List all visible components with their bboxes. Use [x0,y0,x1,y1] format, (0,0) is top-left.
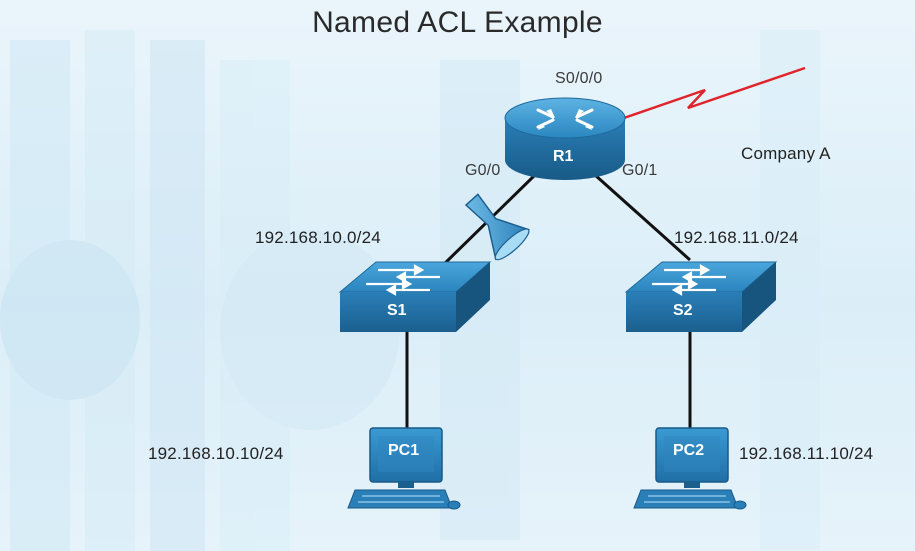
diagram-title: Named ACL Example [312,6,603,39]
pc2-icon [633,427,747,510]
switch-s2-icon [624,261,778,332]
interface-serial-label: S0/0/0 [555,70,603,87]
switch-s1-icon [338,261,492,332]
network-right-label: 192.168.11.0/24 [674,228,799,247]
switch-s2-label: S2 [673,302,693,319]
router-r1-icon [504,97,626,180]
interface-g00-label: G0/0 [465,162,501,179]
router-r1-label: R1 [553,148,574,165]
interface-g01-label: G0/1 [622,162,658,179]
pc2-ip-label: 192.168.11.10/24 [739,444,874,463]
pc1-ip-label: 192.168.10.10/24 [148,444,284,463]
pc1-label: PC1 [388,442,420,459]
pc1-icon [347,427,461,510]
wan-serial-link [617,66,806,122]
company-label: Company A [741,144,831,163]
link-r1-s2 [593,173,692,262]
switch-s1-label: S1 [387,302,407,319]
acl-filter-icon [464,193,530,261]
network-left-label: 192.168.10.0/24 [255,228,381,247]
pc2-label: PC2 [673,442,705,459]
